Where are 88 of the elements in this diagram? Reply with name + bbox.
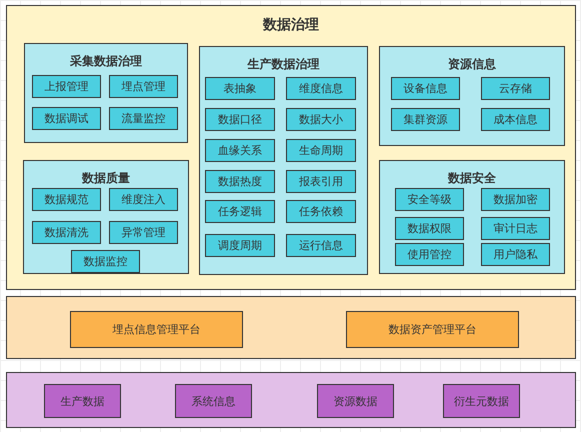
panel-heading: 生产数据治理	[248, 56, 320, 73]
item-label: 运行信息	[299, 238, 343, 253]
source-box	[443, 384, 520, 418]
item-box	[395, 243, 464, 266]
item-label: 数据口径	[218, 112, 262, 127]
section-panel	[6, 5, 576, 290]
source-box	[175, 384, 252, 418]
item-box	[109, 221, 178, 244]
source-box	[317, 384, 394, 418]
group-panel	[379, 46, 565, 146]
item-box	[32, 75, 101, 98]
item-label: 调度周期	[218, 238, 262, 253]
item-box	[286, 139, 356, 162]
item-box	[205, 200, 275, 223]
item-label: 表抽象	[224, 81, 256, 96]
panel-heading: 采集数据治理	[70, 53, 142, 70]
item-box	[481, 243, 550, 266]
item-label: 衍生元数据	[454, 394, 509, 408]
item-label: 数据大小	[299, 112, 343, 127]
item-label: 数据资产管理平台	[388, 322, 476, 337]
item-box	[391, 77, 460, 100]
item-box	[205, 139, 275, 162]
item-box	[481, 77, 550, 100]
layer-band	[6, 372, 576, 428]
item-label: 数据监控	[84, 254, 128, 269]
layer-band	[6, 296, 576, 359]
item-box	[109, 188, 178, 211]
item-box	[205, 77, 275, 100]
item-label: 数据加密	[494, 192, 538, 207]
item-label: 任务依赖	[299, 204, 343, 219]
panel-heading: 数据治理	[263, 16, 319, 34]
item-box	[286, 77, 356, 100]
item-label: 云存储	[499, 81, 532, 96]
item-box	[481, 217, 550, 240]
item-box	[286, 234, 356, 257]
group-panel	[379, 160, 565, 274]
item-label: 生产数据	[60, 394, 104, 408]
item-box	[481, 188, 550, 211]
item-label: 数据热度	[218, 174, 262, 189]
panel-heading: 数据质量	[82, 170, 130, 187]
item-label: 任务逻辑	[218, 204, 262, 219]
item-label: 设备信息	[404, 81, 448, 96]
item-label: 成本信息	[494, 112, 538, 127]
item-label: 数据清洗	[44, 225, 88, 240]
source-box	[44, 384, 121, 418]
item-label: 使用管控	[408, 247, 452, 262]
item-label: 流量监控	[122, 111, 166, 126]
item-box	[109, 75, 178, 98]
item-label: 血缘关系	[218, 143, 262, 158]
item-box	[32, 188, 101, 211]
platform-box	[346, 311, 519, 348]
item-box	[205, 108, 275, 131]
item-label: 数据调试	[44, 111, 88, 126]
item-label: 数据权限	[408, 221, 452, 236]
panel-heading: 数据安全	[448, 170, 496, 187]
item-label: 异常管理	[122, 225, 166, 240]
item-label: 集群资源	[404, 112, 448, 127]
item-label: 数据规范	[44, 192, 88, 207]
item-label: 资源数据	[334, 394, 378, 408]
item-box	[286, 200, 356, 223]
platform-box	[70, 311, 243, 348]
panel-heading: 资源信息	[448, 56, 496, 73]
group-panel	[23, 160, 189, 274]
item-box	[395, 188, 464, 211]
item-label: 维度信息	[299, 81, 343, 96]
item-box	[481, 108, 550, 131]
item-label: 生命周期	[299, 143, 343, 158]
item-label: 安全等级	[408, 192, 452, 207]
group-panel	[199, 46, 368, 275]
item-label: 上报管理	[44, 79, 88, 94]
group-panel	[24, 43, 188, 143]
item-box	[32, 221, 101, 244]
item-box	[32, 107, 101, 130]
item-box	[205, 170, 275, 193]
item-box	[391, 108, 460, 131]
item-label: 报表引用	[299, 174, 343, 189]
item-box	[71, 250, 140, 273]
item-box	[109, 107, 178, 130]
item-label: 用户隐私	[494, 247, 538, 262]
item-box	[286, 108, 356, 131]
item-box	[205, 234, 275, 257]
item-label: 审计日志	[494, 221, 538, 236]
item-label: 维度注入	[122, 192, 166, 207]
item-label: 埋点管理	[122, 79, 166, 94]
item-label: 埋点信息管理平台	[112, 322, 200, 337]
item-box	[395, 217, 464, 240]
item-box	[286, 170, 356, 193]
item-label: 系统信息	[192, 394, 236, 408]
